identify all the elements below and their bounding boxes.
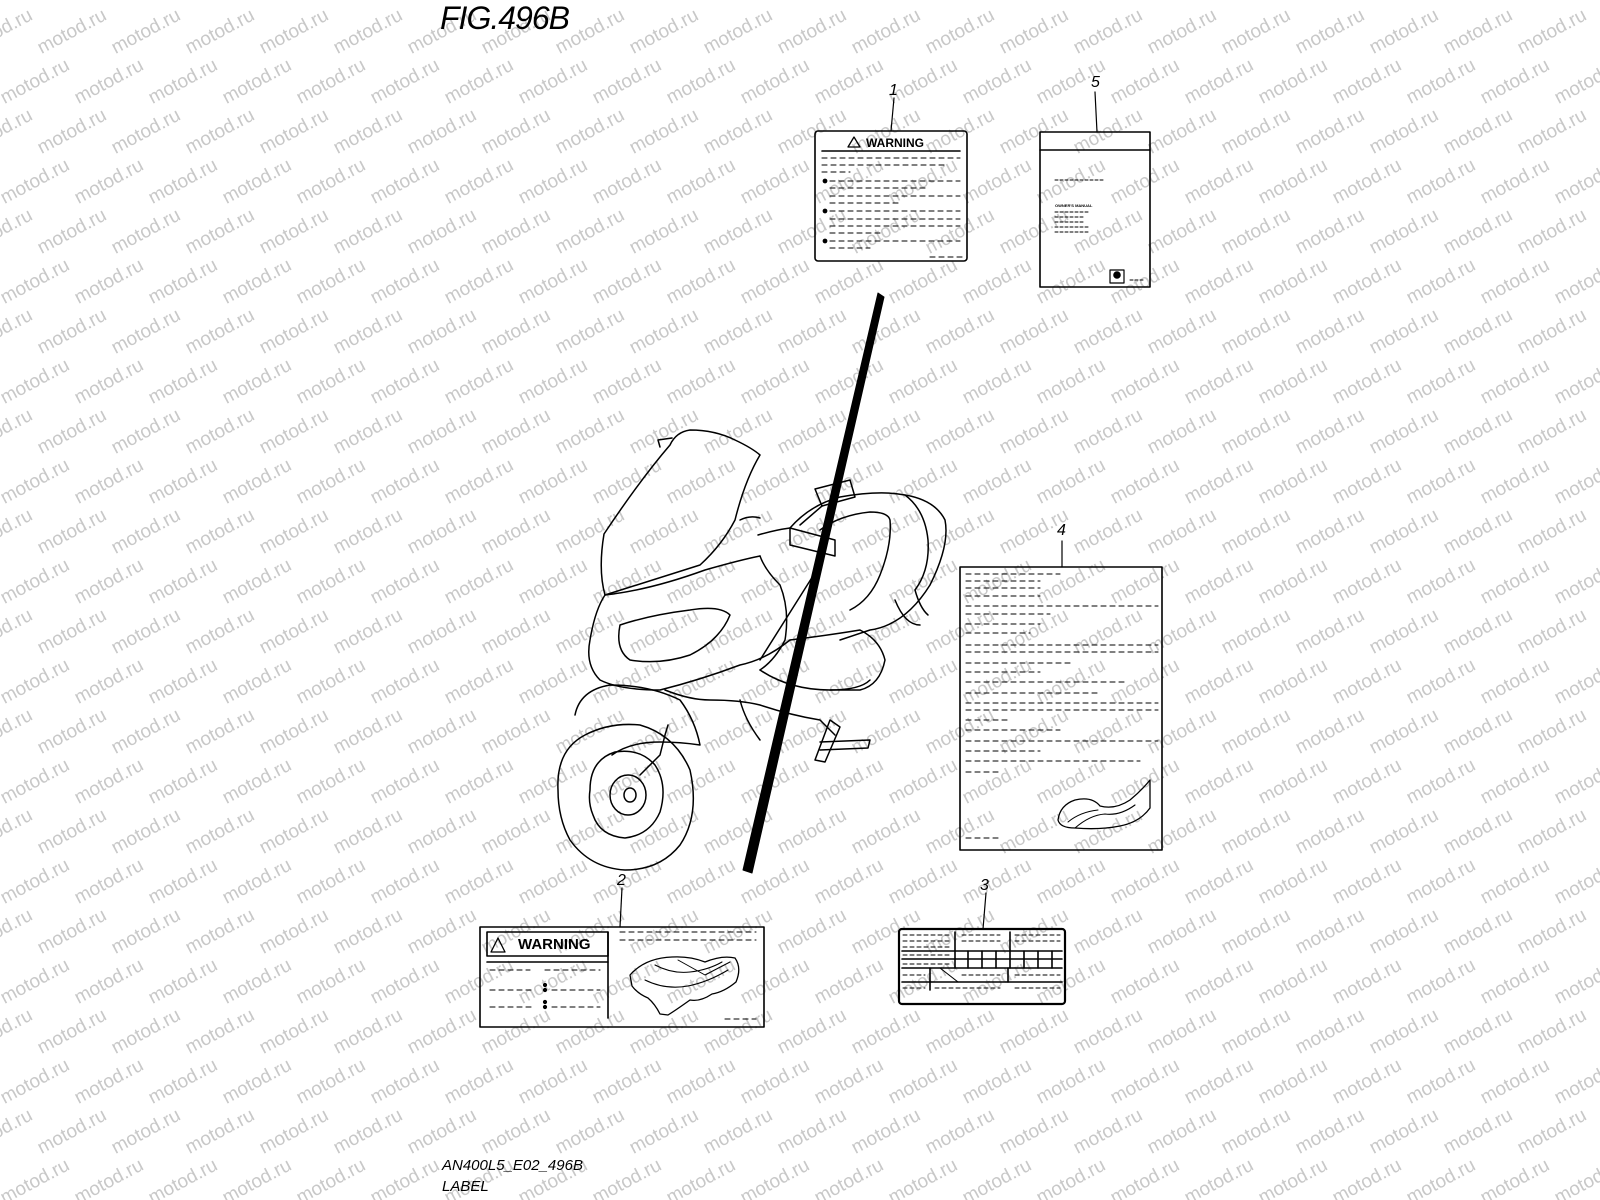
label-3-tire-info (897, 892, 1067, 1006)
callout-4: 4 (1057, 522, 1066, 539)
callout-5: 5 (1091, 74, 1100, 91)
callout-2: 2 (617, 872, 626, 889)
scooter-illustration (557, 429, 947, 871)
callout-1: 1 (889, 82, 898, 99)
figure-title: FIG.496B (440, 0, 570, 36)
leader-label-1-to-scooter (742, 292, 885, 874)
label-2-tire-warning (479, 887, 765, 1028)
footer-diagram-name: LABEL (442, 1178, 489, 1195)
callout-3: 3 (980, 877, 989, 894)
label-5-manual-title: OWNER'S MANUAL (1055, 203, 1093, 208)
label-4-seat-label (959, 540, 1163, 851)
footer-diagram-code: AN400L5_E02_496B (442, 1157, 583, 1174)
label-5-owners-manual (1039, 91, 1151, 288)
label-2-warning-text: WARNING (518, 936, 591, 953)
label-1-warning-card (814, 97, 968, 262)
label-1-warning-text: WARNING (866, 136, 924, 150)
